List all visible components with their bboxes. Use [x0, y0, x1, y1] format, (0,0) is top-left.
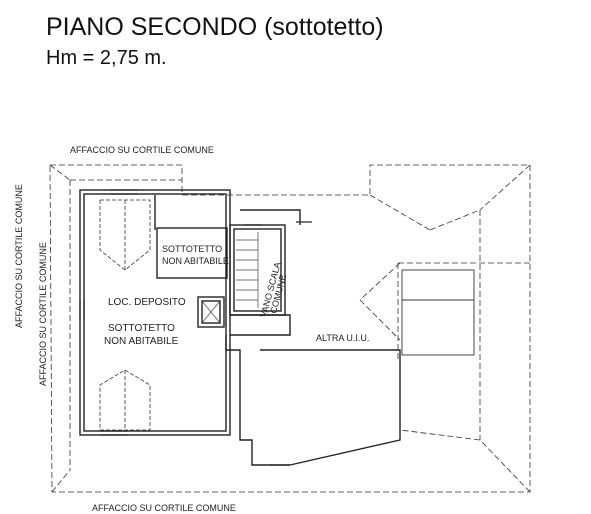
- room-sottotetto-big-line1: SOTTOTETTO: [108, 323, 175, 334]
- stair-treads: [236, 232, 259, 308]
- window-marks: [79, 189, 312, 466]
- top-side-label: AFFACCIO SU CORTILE COMUNE: [70, 145, 214, 155]
- room-sottotetto-small-line2: NON ABITABILE: [162, 256, 229, 266]
- other-unit-walls: [401, 269, 475, 356]
- room-deposito: LOC. DEPOSITO: [108, 297, 186, 308]
- elevator-cross: [201, 300, 221, 324]
- dormers: [99, 199, 151, 431]
- left-side-label-inner: AFFACCIO SU CORTILE COMUNE: [14, 184, 24, 328]
- altra-uiu-label: ALTRA U.I.U.: [316, 333, 369, 343]
- room-sottotetto-small-line1: SOTTOTETTO: [162, 244, 222, 254]
- roof-outline: [49, 164, 531, 493]
- room-sottotetto-big-line2: NON ABITABILE: [104, 336, 179, 347]
- left-side-label-outer: AFFACCIO SU CORTILE COMUNE: [38, 242, 48, 386]
- plan-title: PIANO SECONDO (sottotetto): [46, 13, 384, 41]
- bottom-side-label: AFFACCIO SU CORTILE COMUNE: [92, 503, 236, 513]
- roof-hip-lines: [49, 164, 531, 493]
- height-note: Hm = 2,75 m.: [46, 47, 167, 69]
- walls: [79, 189, 401, 466]
